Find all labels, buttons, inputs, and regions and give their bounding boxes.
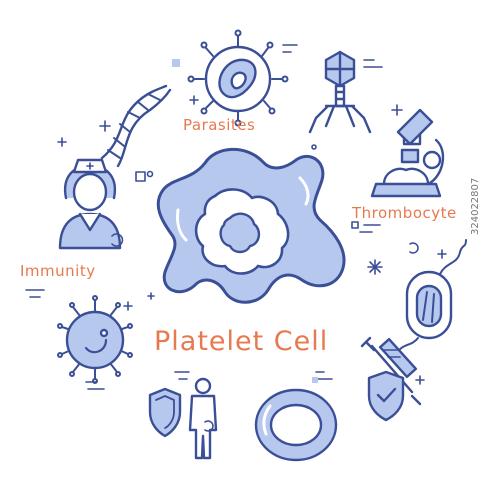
bacterium-icon xyxy=(397,239,467,353)
dna-icon xyxy=(100,84,172,168)
label-parasites: Parasites xyxy=(183,116,256,134)
page-title: Platelet Cell xyxy=(154,326,329,357)
virus-icon xyxy=(57,295,133,384)
parasite-icon xyxy=(187,29,289,127)
label-immunity: Immunity xyxy=(20,262,96,280)
platelet-cell-icon xyxy=(156,147,346,304)
watermark-id: 324022807 xyxy=(470,177,481,235)
person-shield-icon xyxy=(148,377,218,460)
decorative-elements xyxy=(25,44,447,432)
label-thrombocyte: Thrombocyte xyxy=(352,204,457,222)
vaccine-shield-icon xyxy=(360,336,422,422)
bacteriophage-icon xyxy=(308,50,372,134)
microscope-icon xyxy=(370,108,445,198)
nurse-icon xyxy=(58,158,122,250)
red-blood-cell-icon xyxy=(254,388,338,462)
